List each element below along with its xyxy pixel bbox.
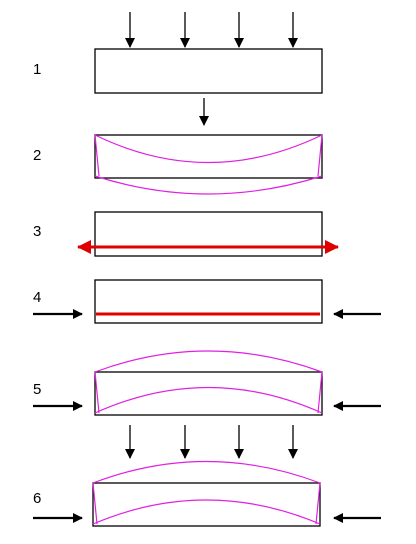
step-3: 3 [33,211,339,257]
deflected-shape [94,134,323,195]
load-arrows-top [125,12,298,48]
beam-rectangle [94,211,323,257]
beam-rectangle [92,482,321,527]
beam-rectangle [94,134,323,179]
step-number-6: 6 [33,490,41,507]
step-5: 5 [33,350,381,416]
beam-rectangle [94,371,323,416]
beam-rectangle [94,48,323,94]
step-number-5: 5 [33,381,41,398]
step-4: 4 [33,279,381,324]
step-number-2: 2 [33,147,41,164]
step-number-4: 4 [33,289,41,306]
step-number-1: 1 [33,61,41,78]
cambered-shape [94,350,323,414]
beam-rectangle [94,279,323,324]
step-1: 1 [33,12,323,126]
load-arrows-top [125,425,298,459]
cambered-shape [92,460,321,525]
step-number-3: 3 [33,223,41,240]
step-2: 2 [33,134,323,195]
step-6: 6 [33,425,381,527]
